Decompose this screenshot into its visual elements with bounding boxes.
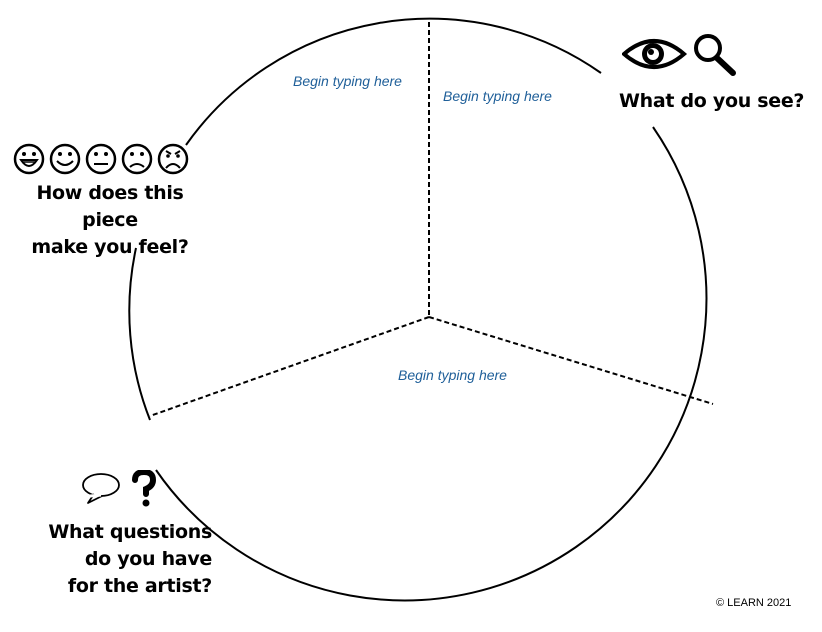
- feel-icons: [13, 143, 189, 175]
- divider-right: [428, 316, 714, 405]
- feel-prompt-line: make you feel?: [31, 236, 189, 258]
- frowning-face-icon: [157, 143, 189, 175]
- circle-outline-right: [155, 126, 708, 602]
- magnifier-icon: [694, 34, 736, 76]
- questions-prompt-line: What questions: [48, 521, 212, 543]
- grinning-face-icon: [13, 143, 45, 175]
- sad-face-icon: [121, 143, 153, 175]
- questions-prompt-line: for the artist?: [67, 575, 212, 597]
- neutral-face-icon: [85, 143, 117, 175]
- copyright-notice: © LEARN 2021: [716, 597, 792, 609]
- see-icons: [622, 34, 736, 76]
- speech-bubble-icon: [82, 473, 120, 504]
- divider-left: [149, 316, 430, 417]
- questions-text-field[interactable]: Begin typing here: [398, 367, 507, 383]
- questions-prompt-line: do you have: [84, 548, 212, 570]
- feel-prompt-line: How does this piece: [36, 182, 184, 231]
- circle-outline-left: [128, 247, 151, 421]
- questions-prompt: What questions do you have for the artis…: [40, 519, 212, 600]
- question-mark-icon: [132, 470, 157, 507]
- questions-icons: [82, 470, 157, 507]
- see-prompt: What do you see?: [619, 90, 805, 112]
- see-text-field[interactable]: Begin typing here: [443, 88, 552, 104]
- feel-prompt: How does this piece make you feel?: [11, 180, 209, 261]
- eye-icon: [622, 39, 688, 69]
- smiling-face-icon: [49, 143, 81, 175]
- circle-outline: [185, 17, 602, 146]
- feel-text-field[interactable]: Begin typing here: [293, 73, 402, 89]
